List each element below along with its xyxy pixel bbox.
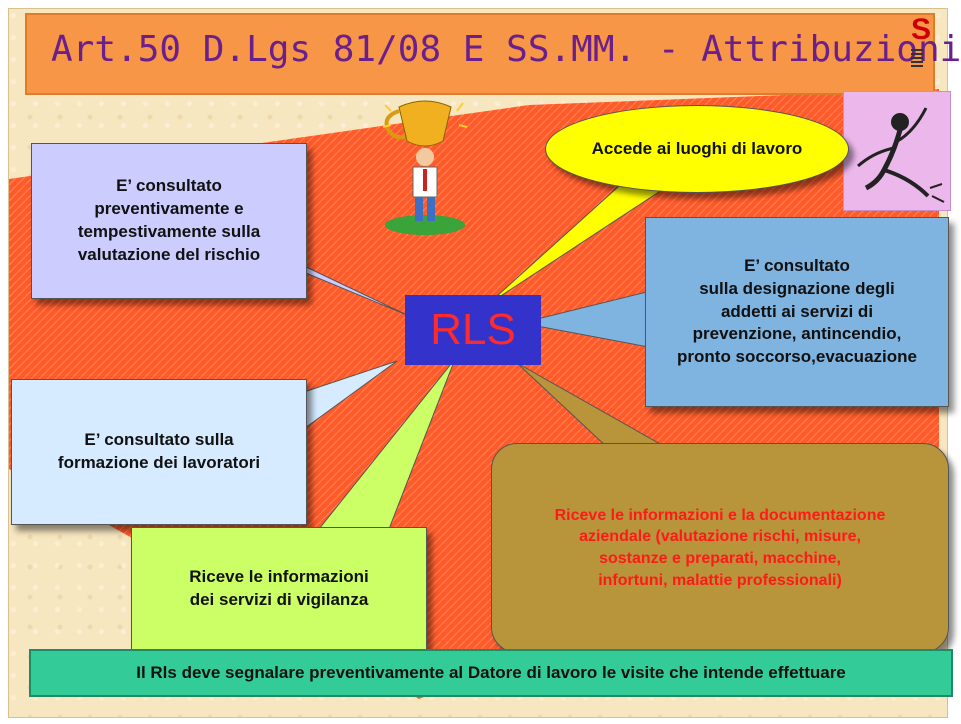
footer-note: Il Rls deve segnalare preventivamente al… (29, 649, 953, 697)
vigilance-info-box: Riceve le informazioni dei servizi di vi… (131, 527, 427, 651)
rls-center-label: RLS (405, 295, 541, 365)
designation-consultation-text: E’ consultato sulla designazione degli a… (677, 255, 917, 367)
designation-consultation-box: E’ consultato sulla designazione degli a… (645, 217, 949, 407)
training-consultation-text: E’ consultato sulla formazione dei lavor… (57, 430, 261, 472)
logo-letter: S (911, 13, 932, 46)
training-consultation-box: E’ consultato sulla formazione dei lavor… (11, 379, 307, 525)
company-documentation-box: Riceve le informazioni e la documentazio… (491, 443, 949, 653)
slide-title: Art.50 D.Lgs 81/08 E SS.MM. - Attribuzio… (51, 29, 961, 70)
bubble-tails (248, 158, 711, 530)
slide: Art.50 D.Lgs 81/08 E SS.MM. - Attribuzio… (8, 8, 961, 718)
company-documentation-text: Riceve le informazioni e la documentazio… (554, 506, 886, 589)
dancing-figure-clipart (843, 91, 951, 211)
workplace-access-text: Accede ai luoghi di lavoro (591, 138, 803, 158)
trophy-man-clipart (382, 100, 468, 235)
logo-icon: S (909, 13, 943, 79)
consultation-risk-box: E’ consultato preventivamente e tempesti… (31, 143, 307, 299)
workplace-access-bubble: Accede ai luoghi di lavoro (545, 105, 849, 193)
title-bar: Art.50 D.Lgs 81/08 E SS.MM. - Attribuzio… (25, 13, 961, 95)
vigilance-info-text: Riceve le informazioni dei servizi di vi… (189, 567, 369, 609)
consultation-risk-text: E’ consultato preventivamente e tempesti… (77, 176, 261, 264)
